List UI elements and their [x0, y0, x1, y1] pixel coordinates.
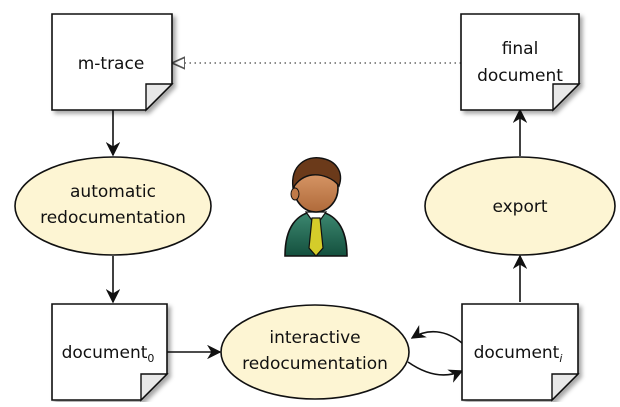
documenti-label: documenti — [474, 343, 563, 365]
document-i — [461, 303, 580, 402]
export-label: export — [492, 197, 547, 217]
document-0 — [51, 303, 169, 402]
interactive-redoc-label-line2: redocumentation — [242, 354, 388, 374]
edge-documenti-to-interactive — [410, 325, 463, 344]
process-automatic-redocumentation — [14, 156, 212, 256]
final-document-label-line1: final — [502, 39, 539, 59]
process-export — [424, 156, 616, 256]
document-final — [460, 13, 581, 112]
auto-redoc-label-line1: automatic — [70, 182, 156, 202]
final-document-label-line2: document — [477, 66, 563, 86]
edge-interactive-to-documenti — [407, 361, 464, 383]
person-icon — [284, 157, 348, 257]
document0-label: document0 — [62, 343, 155, 365]
mtrace-label: m-trace — [78, 54, 145, 74]
interactive-redoc-label-line1: interactive — [269, 328, 360, 348]
process-interactive-redocumentation — [220, 304, 410, 400]
auto-redoc-label-line2: redocumentation — [40, 208, 186, 228]
document-mtrace — [51, 13, 174, 112]
